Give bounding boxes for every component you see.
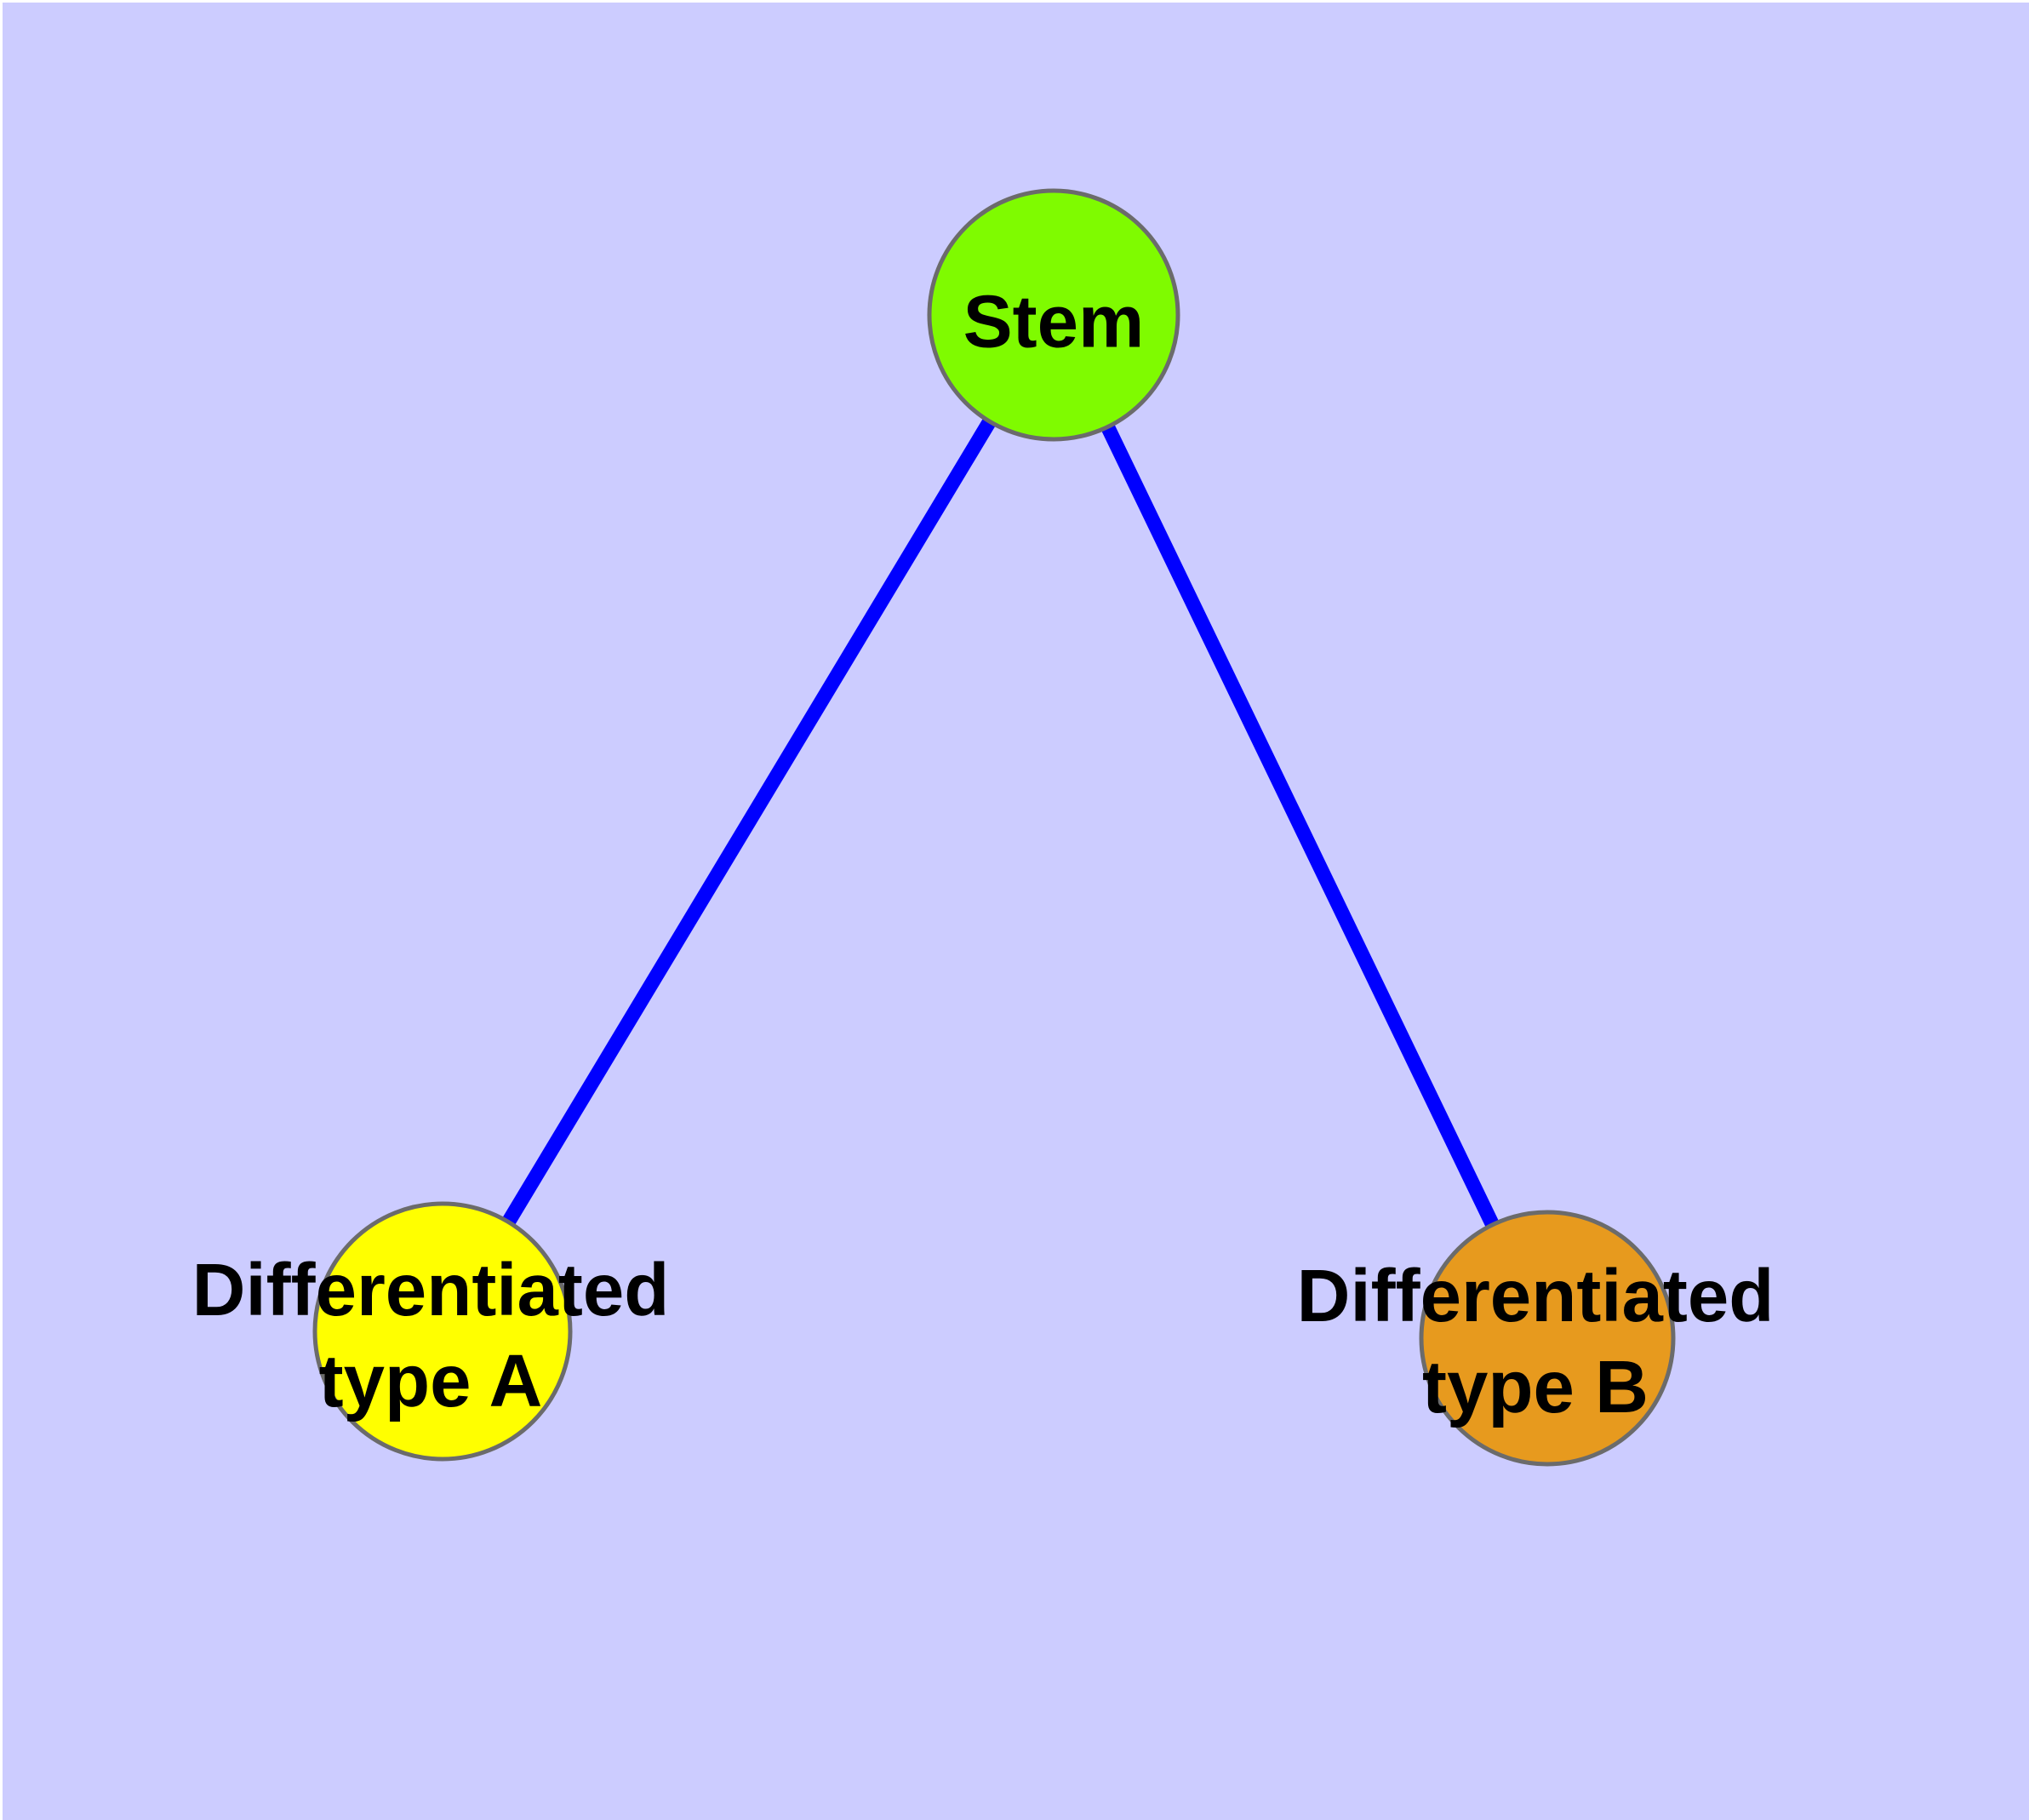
node-differentiated-type-a-circle xyxy=(312,1201,573,1462)
node-stem-circle xyxy=(927,188,1180,442)
node-differentiated-type-b-label-line-1: Differentiated xyxy=(1297,1255,1775,1337)
node-stem-label-line-1: Stem xyxy=(963,281,1145,363)
edge-stem-differentiated-type-b xyxy=(1047,312,1554,1342)
edge-stem-differentiated-type-a xyxy=(436,311,1060,1336)
node-differentiated-type-a-label-line-1: Differentiated xyxy=(192,1249,670,1331)
node-differentiated-type-b-circle xyxy=(1419,1210,1676,1467)
node-differentiated-type-b-label-line-2: type B xyxy=(1422,1346,1649,1428)
node-differentiated-type-a-label-line-2: type A xyxy=(319,1340,543,1422)
